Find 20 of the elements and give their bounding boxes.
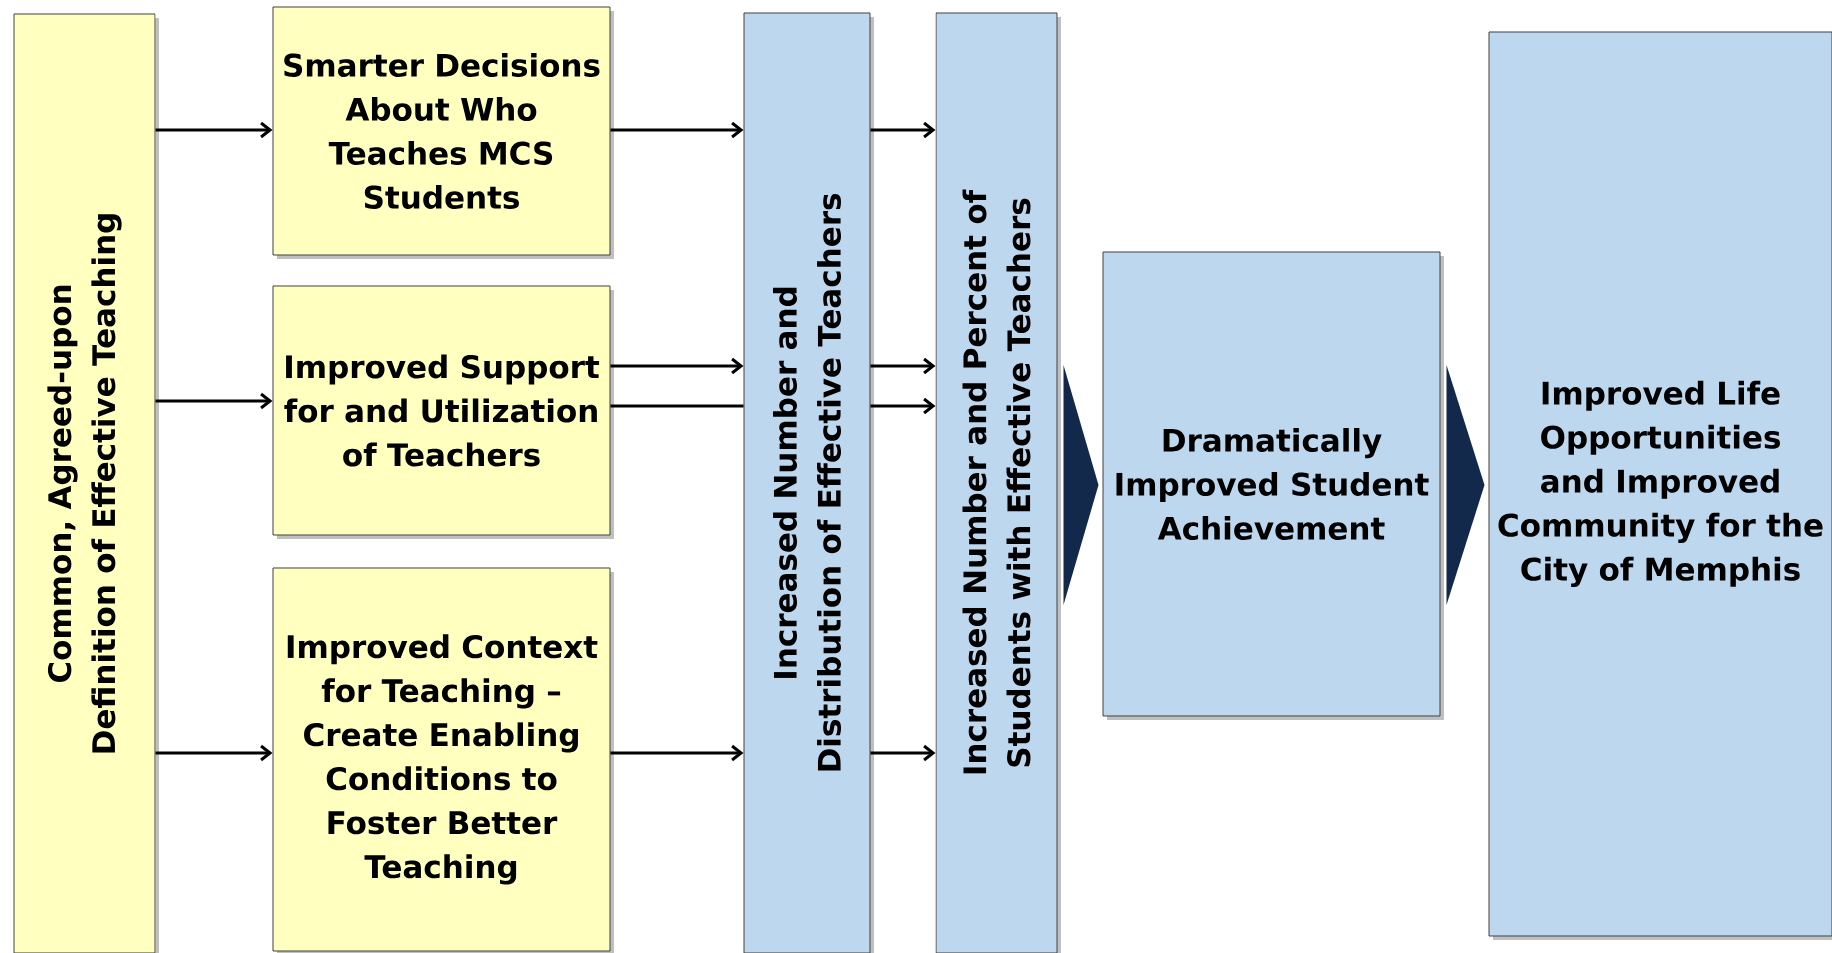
result-box: Dramatically Improved Student Achievement <box>1102 251 1441 717</box>
arrow <box>870 357 936 375</box>
process-box: Improved Context for Teaching – Create Enabling Conditions to Foster Better Teaching <box>272 567 611 952</box>
arrow <box>610 121 744 139</box>
definition-box: Common, Agreed-upon Definition of Effective Teaching <box>13 13 156 953</box>
arrow <box>870 397 936 415</box>
chevron-arrow <box>1063 365 1099 605</box>
arrow <box>155 392 273 410</box>
process-box: Improved Support for and Utilization of Teachers <box>272 285 611 536</box>
result-box: Improved Life Opportunities and Improved Community for the City of Memphis <box>1488 31 1832 937</box>
process-box: Smarter Decisions About Who Teaches MCS Students <box>272 6 611 256</box>
arrow <box>610 744 744 762</box>
arrow <box>870 121 936 139</box>
arrow <box>155 744 273 762</box>
outcome-bar: Increased Number and Distribution of Effective Teachers <box>743 12 871 953</box>
arrow <box>610 357 744 375</box>
outcome-bar: Increased Number and Percent of Students with Effective Teachers <box>935 12 1058 953</box>
chevron-arrow <box>1446 365 1485 605</box>
arrow <box>155 121 273 139</box>
arrow <box>870 744 936 762</box>
